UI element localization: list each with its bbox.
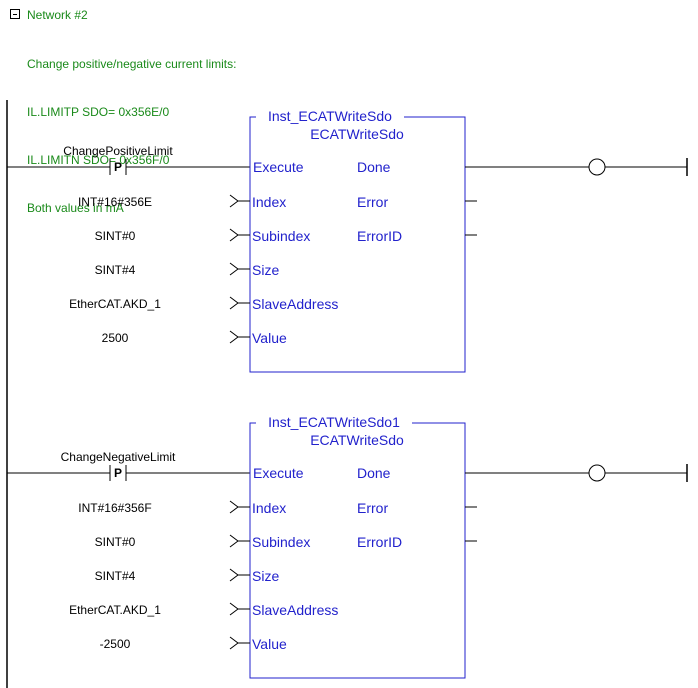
output-coil-icon[interactable] xyxy=(588,464,606,482)
input-pin-execute: Execute xyxy=(253,465,304,481)
output-pin-errorid: ErrorID xyxy=(357,228,402,244)
collapse-toggle-icon[interactable] xyxy=(10,9,20,19)
function-block[interactable] xyxy=(249,116,466,373)
network-comment: Change positive/negative current limits:… xyxy=(27,24,236,232)
output-pin-errorid: ErrorID xyxy=(357,534,402,550)
contact-variable[interactable]: ChangeNegativeLimit xyxy=(61,450,176,464)
rung-2: P ChangeNegativeLimit Inst_ECATWriteSdo1… xyxy=(7,414,688,679)
input-value[interactable]: INT#16#356F xyxy=(78,501,151,515)
input-pin-value: Value xyxy=(252,330,287,346)
block-instance-name[interactable]: Inst_ECATWriteSdo xyxy=(268,108,392,124)
output-pin-done: Done xyxy=(357,465,391,481)
input-value[interactable]: SINT#0 xyxy=(95,229,136,243)
input-pin-size: Size xyxy=(252,568,279,584)
function-block[interactable] xyxy=(249,422,466,679)
instance-bg xyxy=(256,108,404,124)
comment-line: IL.LIMITN SDO= 0x356F/0 xyxy=(27,153,170,167)
input-value[interactable]: SINT#0 xyxy=(95,535,136,549)
input-pin-size: Size xyxy=(252,262,279,278)
input-connectors xyxy=(229,194,250,344)
input-value[interactable]: -2500 xyxy=(100,637,131,651)
input-value[interactable]: SINT#4 xyxy=(95,569,136,583)
block-type-name: ECATWriteSdo xyxy=(310,432,404,448)
input-value[interactable]: INT#16#356E xyxy=(78,195,152,209)
input-value[interactable]: EtherCAT.AKD_1 xyxy=(69,603,161,617)
network-title: Network #2 xyxy=(27,8,88,22)
positive-edge-contact[interactable]: P xyxy=(109,465,127,481)
positive-edge-contact[interactable]: P xyxy=(109,159,127,175)
block-instance-name[interactable]: Inst_ECATWriteSdo1 xyxy=(268,414,400,430)
contact-variable[interactable]: ChangePositiveLimit xyxy=(63,144,173,158)
instance-bg xyxy=(256,414,412,430)
block-type-name: ECATWriteSdo xyxy=(310,126,404,142)
rung-1: P ChangePositiveLimit Inst_ECATWriteSdo … xyxy=(7,108,688,373)
comment-line: Both values in mA xyxy=(27,201,124,215)
input-value[interactable]: 2500 xyxy=(102,331,129,345)
comment-line: IL.LIMITP SDO= 0x356E/0 xyxy=(27,105,170,119)
contact-symbol: P xyxy=(114,160,122,174)
output-pin-error: Error xyxy=(357,500,388,516)
input-pin-index: Index xyxy=(252,194,286,210)
input-value[interactable]: EtherCAT.AKD_1 xyxy=(69,297,161,311)
input-connectors xyxy=(229,500,250,650)
output-coil-icon[interactable] xyxy=(588,158,606,176)
comment-line: Change positive/negative current limits: xyxy=(27,57,237,71)
input-pin-execute: Execute xyxy=(253,159,304,175)
output-pin-done: Done xyxy=(357,159,391,175)
input-pin-slaveaddress: SlaveAddress xyxy=(252,296,338,312)
input-pin-value: Value xyxy=(252,636,287,652)
input-pin-subindex: Subindex xyxy=(252,228,310,244)
output-pin-error: Error xyxy=(357,194,388,210)
input-pin-index: Index xyxy=(252,500,286,516)
input-value[interactable]: SINT#4 xyxy=(95,263,136,277)
contact-symbol: P xyxy=(114,466,122,480)
input-pin-subindex: Subindex xyxy=(252,534,310,550)
input-pin-slaveaddress: SlaveAddress xyxy=(252,602,338,618)
